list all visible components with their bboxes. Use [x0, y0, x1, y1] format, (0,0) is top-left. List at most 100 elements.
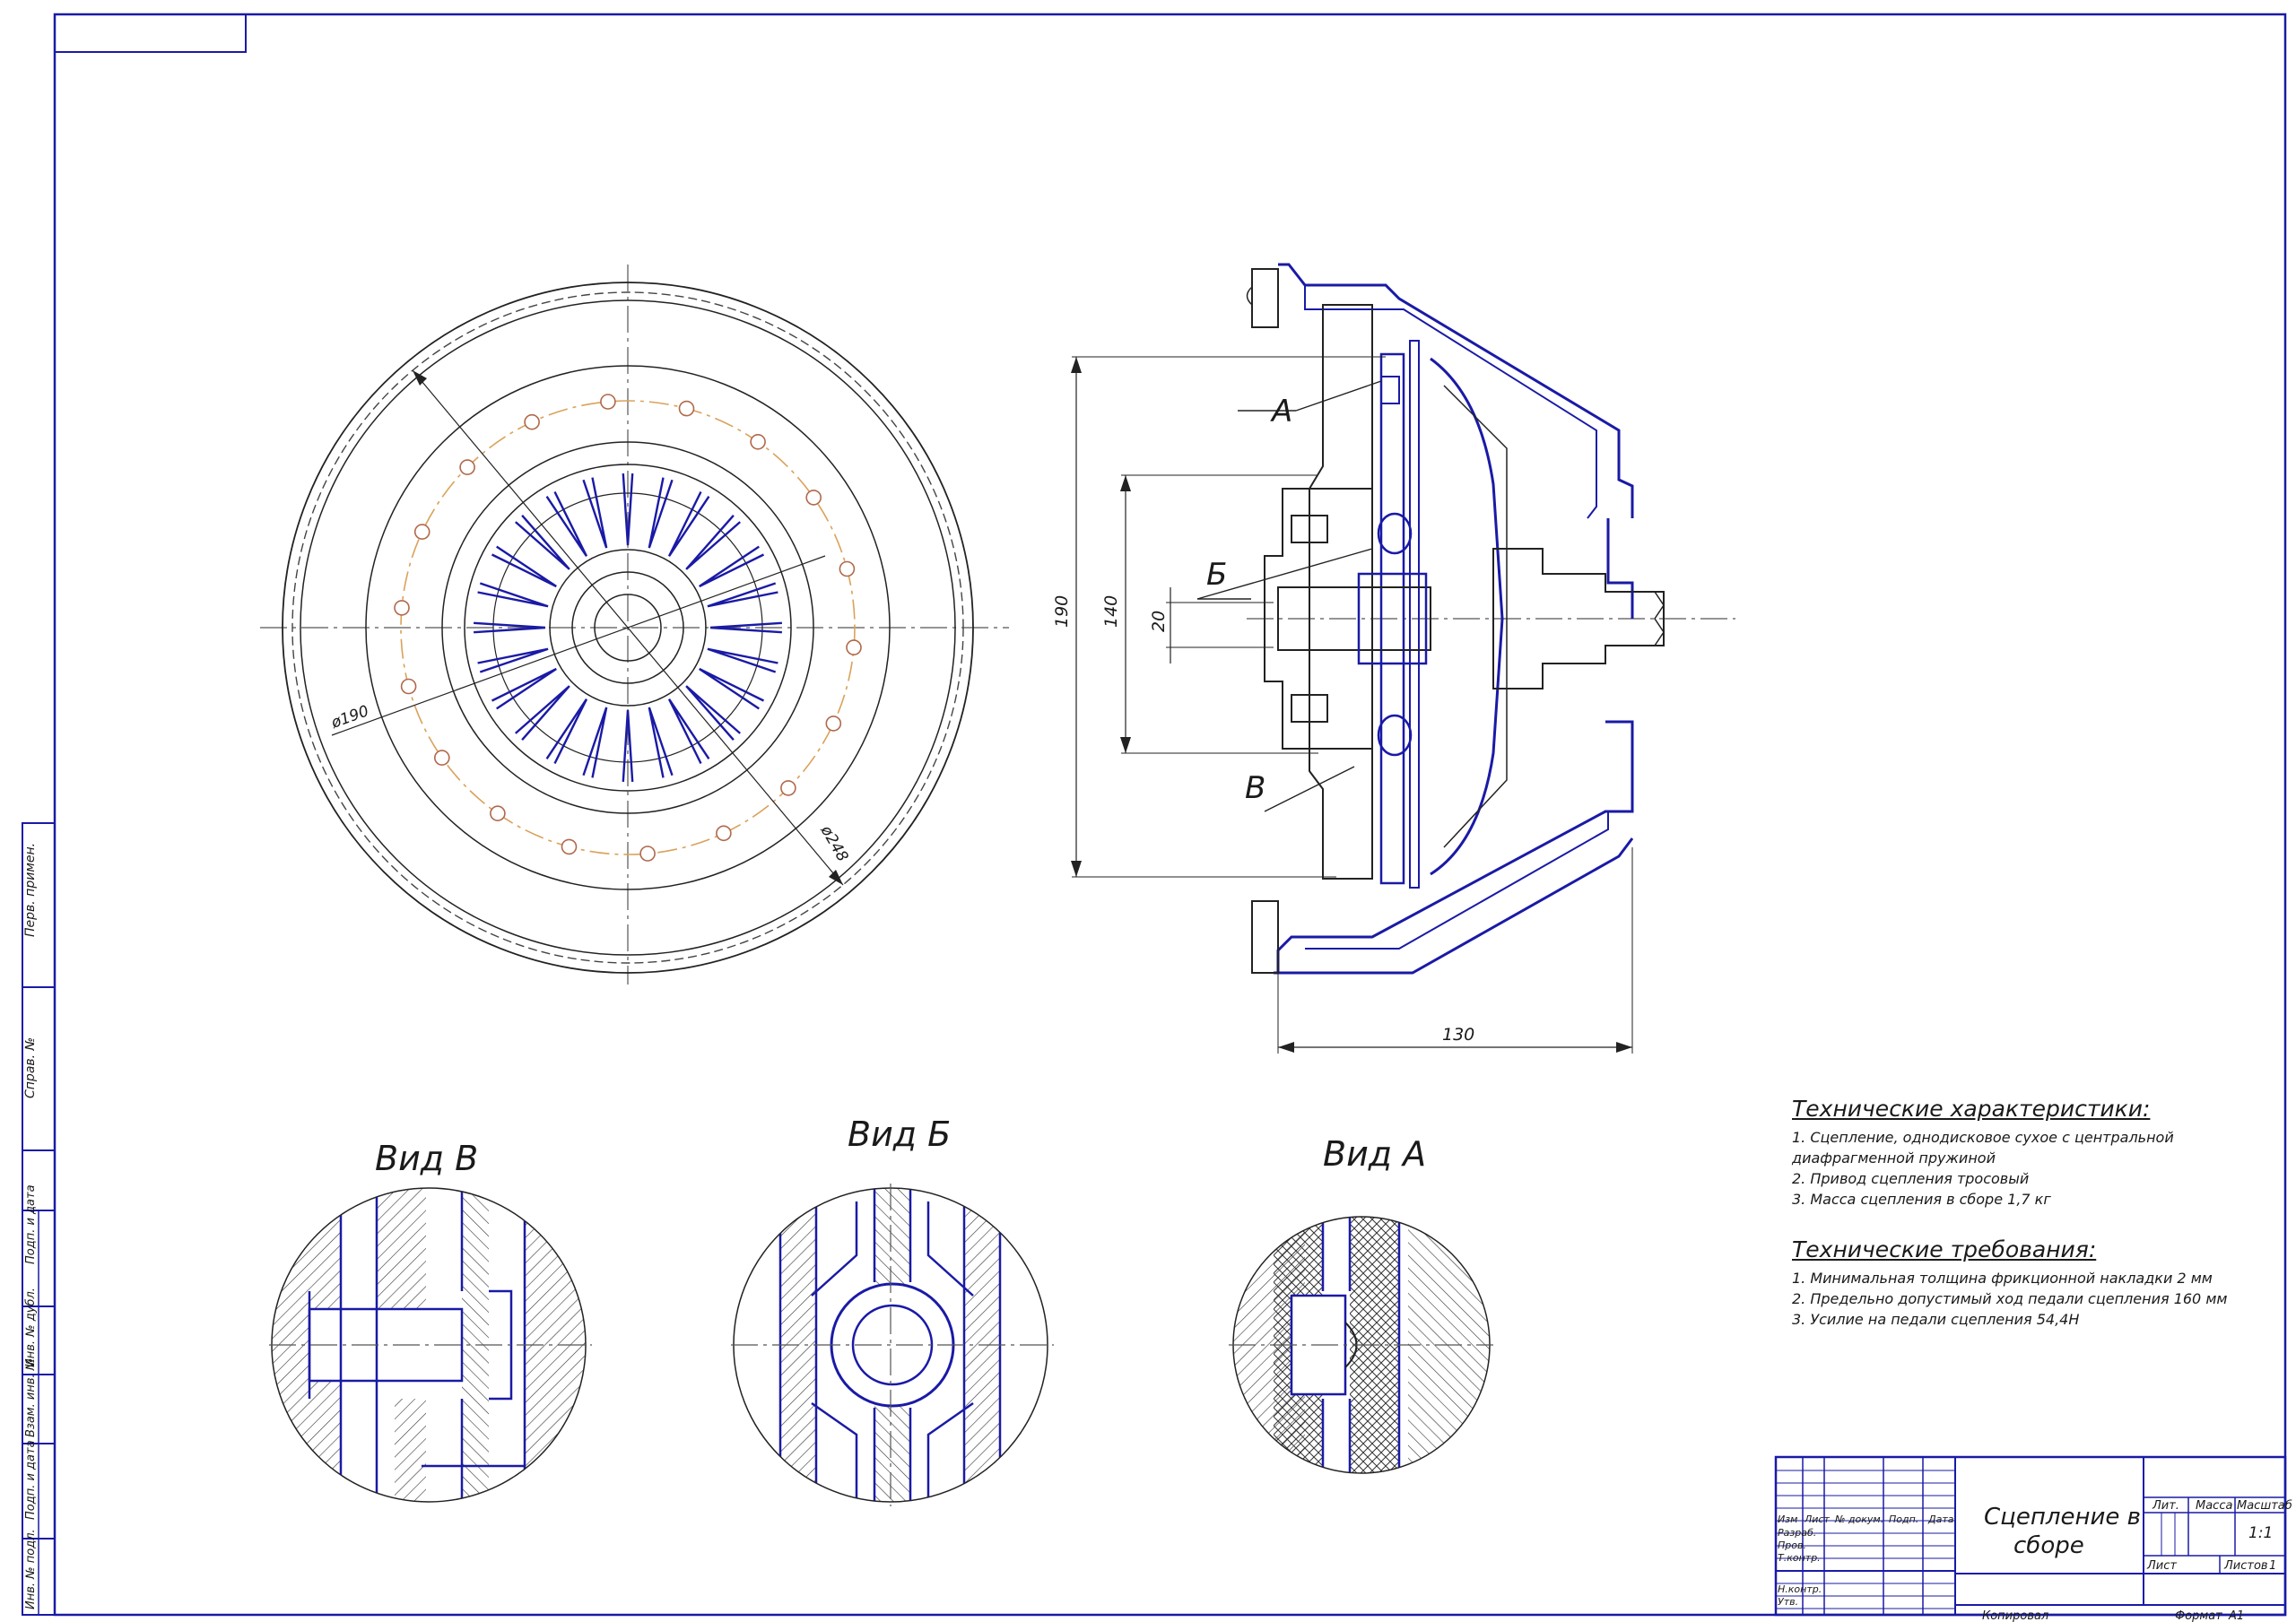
- bolt-circle: [400, 400, 856, 855]
- spring-finger: [699, 667, 765, 710]
- bolt-hole: [678, 400, 695, 417]
- hub-bore: [594, 594, 662, 662]
- side-inv-podl: Инв. № подл.: [24, 1529, 38, 1609]
- spring-finger: [477, 582, 549, 608]
- hub-bore-section: [1277, 586, 1431, 651]
- bolt-hole: [825, 716, 842, 732]
- requirements-item: 2. Предельно допустимый ход педали сцепл…: [1792, 1290, 2228, 1307]
- tb-row-nkontr: Н.контр.: [1778, 1583, 1822, 1595]
- tb-listov: Листов: [2223, 1559, 2268, 1573]
- tb-kopiroval: Копировал: [1982, 1609, 2048, 1622]
- spring-finger: [491, 545, 557, 588]
- specs-title: Технические характеристики:: [1792, 1096, 2151, 1122]
- tb-list: Лист: [2146, 1559, 2177, 1573]
- front-view: ø190 ø248: [260, 265, 1009, 984]
- side-vzam-inv: Взам. инв. №: [24, 1358, 38, 1437]
- spring-finger: [477, 647, 549, 673]
- spring-finger: [707, 647, 778, 673]
- outer-rim-dashed: [291, 291, 964, 964]
- callout-v: В: [1245, 770, 1265, 806]
- spring-finger: [648, 477, 674, 549]
- specs-item: 2. Привод сцепления тросовый: [1792, 1170, 2030, 1187]
- tb-row-razrab: Разраб.: [1778, 1527, 1816, 1539]
- spring-finger: [582, 707, 608, 778]
- tb-scale-value: 1:1: [2248, 1524, 2273, 1542]
- callout-a: А: [1270, 394, 1292, 429]
- spring-finger: [515, 685, 570, 741]
- spring-finger: [699, 545, 765, 588]
- side-sprav: Справ. №: [23, 1037, 38, 1098]
- tb-col-podp: Подп.: [1889, 1514, 1918, 1525]
- clutch-housing: [1274, 263, 1634, 975]
- dim-20-vertical: 20: [1149, 611, 1169, 632]
- pressure-plate-section: [1379, 352, 1405, 885]
- spring-finger: [491, 667, 557, 710]
- bolt-holes: [394, 394, 862, 862]
- bolt-hole: [639, 846, 656, 862]
- dim-130-horizontal: 130: [1442, 1025, 1474, 1045]
- spring-finger: [582, 477, 608, 549]
- hub-section: [1264, 488, 1373, 750]
- section-view: А Б В 190 140 20 130: [1052, 263, 1735, 1054]
- bolt-hole: [459, 459, 475, 475]
- hub-outer: [549, 549, 707, 707]
- diaphragm-fingers: [474, 473, 782, 782]
- tb-listov-value: 1: [2269, 1559, 2276, 1573]
- side-perv-primen: Перв. примен.: [23, 843, 38, 937]
- side-stamp: Перв. примен. Справ. № Подп. и дата Инв.…: [22, 822, 56, 1616]
- bolt-hole: [716, 825, 732, 842]
- side-podp-data-2: Подп. и дата: [24, 1440, 38, 1520]
- requirements-title: Технические требования:: [1792, 1236, 2097, 1262]
- tb-row-tkontr: Т.контр.: [1778, 1552, 1821, 1564]
- specs-item: 1. Сцепление, однодисковое сухое с центр…: [1792, 1129, 2174, 1146]
- spring-finger: [648, 707, 674, 778]
- tb-format-value: A1: [2228, 1609, 2244, 1622]
- tb-row-prov: Пров.: [1778, 1540, 1806, 1551]
- bolt-hole: [780, 780, 796, 796]
- spring-finger: [622, 709, 634, 782]
- dim-140-vertical: 140: [1101, 595, 1121, 628]
- bolt-hole: [846, 639, 862, 655]
- technical-notes: Технические характеристики: 1. Сцепление…: [1792, 1096, 2258, 1330]
- tb-name-line1: Сцепление в: [1984, 1504, 2141, 1531]
- detail-view-a: [1229, 1216, 1493, 1474]
- requirements-item: 1. Минимальная толщина фрикционной накла…: [1792, 1270, 2213, 1287]
- spring-finger: [685, 685, 741, 741]
- dim-190-leader: [331, 555, 826, 736]
- title-block: Изм Лист № докум. Подп. Дата Разраб. Про…: [1774, 1455, 2292, 1622]
- bolt-hole: [561, 838, 578, 855]
- input-shaft: [1492, 548, 1665, 690]
- side-podp-data-1: Подп. и дата: [24, 1184, 38, 1264]
- spring-finger: [474, 621, 546, 634]
- pressure-plate: [365, 365, 891, 890]
- outer-rim: [282, 282, 974, 974]
- callout-b: Б: [1206, 557, 1227, 593]
- bolt-hole: [394, 600, 410, 616]
- bolt-hole: [490, 805, 506, 822]
- flywheel: [1309, 304, 1373, 880]
- diaphragm-spring-section: [1430, 357, 1504, 876]
- view-b-title: Вид Б: [848, 1115, 951, 1154]
- spring-finger: [622, 473, 634, 546]
- spring-finger: [545, 698, 588, 765]
- bolt-hole: [400, 678, 417, 695]
- detail-view-v: [269, 1187, 592, 1503]
- tb-col-doc: № докум.: [1834, 1514, 1883, 1525]
- bolt-hole: [839, 560, 856, 577]
- section-dimensions: 190 140 20 130: [1052, 356, 1633, 1054]
- spring-finger: [545, 490, 588, 557]
- spring-finger: [685, 515, 741, 570]
- bolt-hole: [750, 433, 766, 450]
- tb-lit: Лит.: [2152, 1499, 2179, 1513]
- dim-190-label: ø190: [328, 702, 371, 733]
- spring-finger: [667, 490, 710, 557]
- tb-col-izm: Изм: [1778, 1514, 1797, 1525]
- tb-massa: Масса: [2196, 1499, 2232, 1513]
- spring-finger: [667, 698, 710, 765]
- sheet-frame: [53, 13, 2287, 1617]
- side-inv-dubl: Инв. № дубл.: [24, 1288, 38, 1367]
- bolt-hole: [433, 750, 450, 766]
- tb-row-utv: Утв.: [1778, 1596, 1798, 1608]
- tb-col-list: Лист: [1804, 1514, 1830, 1525]
